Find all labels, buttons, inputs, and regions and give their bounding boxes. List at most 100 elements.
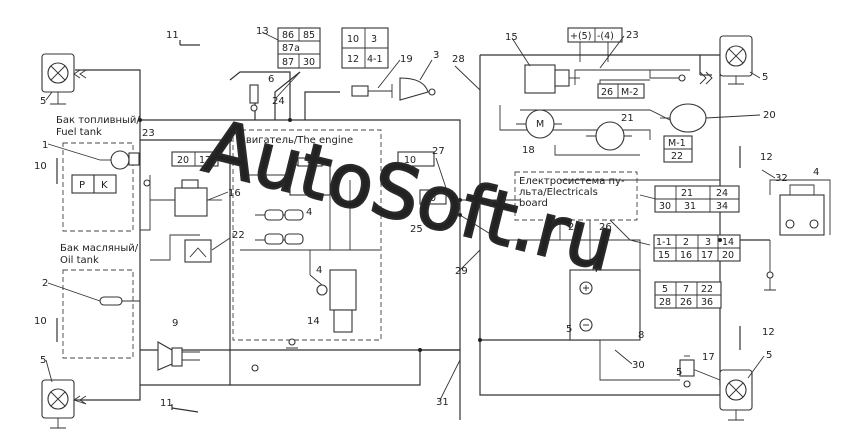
callout-2-oil: 2	[42, 278, 48, 289]
connector-cell-20b: 20	[722, 250, 734, 261]
callout-9: 9	[172, 318, 178, 329]
relay-pin-85: 85	[303, 30, 315, 41]
fuse-block-cell-3: 3	[371, 34, 377, 45]
engine-label: Двигатель/The engine	[238, 135, 353, 146]
callout-5-bottom-left: 5	[40, 355, 46, 366]
leader-lines	[45, 31, 776, 401]
callout-4-board: 4	[592, 264, 598, 275]
connector-cell-5: 5	[662, 284, 668, 295]
connector-5-22: 5 7 22 28 26 36	[654, 281, 722, 309]
connector-cell-17: 17	[199, 155, 211, 166]
callout-5-17: 5	[676, 367, 682, 378]
callout-22: 22	[232, 230, 245, 241]
connector-21-24: 21 24 30 31 34	[654, 185, 740, 213]
component-20	[660, 103, 707, 133]
callout-25: 25	[410, 224, 423, 235]
connector-cell-26b: 26	[680, 297, 692, 308]
fuel-gauge-letter-p: P	[79, 180, 85, 191]
connector-cell-22b: 22	[701, 284, 713, 295]
callout-15: 15	[505, 32, 518, 43]
callout-1: 1	[42, 140, 48, 151]
fuel-tank-label-en: Fuel tank	[56, 127, 102, 138]
fuse-block-cell-12: 12	[347, 54, 359, 65]
engine-boundary	[232, 129, 382, 341]
callout-28: 28	[452, 54, 465, 65]
callout-4-engine: 4	[306, 207, 312, 218]
sensor-22	[184, 239, 212, 263]
callout-19: 19	[400, 54, 413, 65]
terminals	[72, 69, 776, 405]
relay-pin-87: 87	[282, 57, 294, 68]
connector-m1-22: M-1 22	[663, 135, 693, 163]
callout-24: 24	[272, 96, 285, 107]
callout-10-left-top: 10	[34, 161, 47, 172]
callout-5-bottom-right: 5	[766, 350, 772, 361]
connector-10-cell-bottom: 10	[424, 193, 436, 204]
connector-20-17: 20 17	[171, 151, 219, 167]
electrical-board-label-1: Електросистема пу-	[519, 176, 625, 187]
callout-3: 3	[433, 50, 439, 61]
motor-18: M	[516, 109, 562, 139]
electrical-board-boundary	[514, 171, 638, 221]
starter-14	[309, 269, 357, 333]
callout-5-module: 5	[566, 324, 572, 335]
component-3-bell	[391, 77, 436, 101]
connector-cell-14: 14	[722, 237, 734, 248]
svg-text:M: M	[536, 119, 544, 130]
connector-cell-m2: M-2	[621, 87, 639, 98]
callout-21: 21	[621, 113, 634, 124]
callout-23-left: 23	[142, 128, 155, 139]
callout-13: 13	[256, 26, 269, 37]
component-17	[679, 355, 695, 388]
relay-pin-87a: 87a	[282, 43, 300, 54]
callout-11-top: 11	[166, 30, 179, 41]
connector-cell-17b: 17	[701, 250, 713, 261]
fuel-tank-boundary	[62, 142, 134, 232]
callout-10-left-bottom: 10	[34, 316, 47, 327]
callout-2-engine: 2	[307, 155, 313, 166]
horn	[157, 341, 200, 371]
fuse-6	[249, 84, 259, 112]
callout-29: 29	[455, 266, 468, 277]
fuse-block-a: 10 3 12 4-1	[341, 27, 389, 69]
dashed-boundaries	[62, 129, 638, 359]
junction-dots	[138, 118, 722, 352]
callout-27: 27	[432, 146, 445, 157]
callout-20: 20	[763, 110, 776, 121]
fuel-gauge-letter-k: K	[101, 180, 108, 191]
relay-pin-30: 30	[303, 57, 315, 68]
watermark-text: AutoSoft.ru	[196, 104, 623, 289]
callout-6: 6	[268, 74, 274, 85]
connector-cell-2: 2	[683, 237, 689, 248]
connector-cell-26: 26	[601, 87, 613, 98]
pin-minus-4: -(4)	[597, 31, 614, 42]
oil-tank-boundary	[62, 269, 134, 359]
callout-8: 8	[638, 330, 644, 341]
connector-cell-1-1: 1-1	[656, 237, 672, 248]
pin-group-top: +(5) -(4)	[567, 27, 623, 62]
pin-plus-5: +(5)	[570, 31, 591, 42]
component-19	[351, 85, 392, 97]
callout-23-right: 23	[626, 30, 639, 41]
connector-26-m2: 26 M-2	[597, 83, 645, 99]
connector-10-cell-top: 10	[404, 155, 416, 166]
lamp-bottom-right	[719, 369, 753, 421]
callout-14: 14	[307, 316, 320, 327]
connector-cell-15: 15	[658, 250, 670, 261]
component-15	[524, 64, 580, 94]
callout-5-top-left: 5	[40, 96, 46, 107]
connector-cell-28: 28	[659, 297, 671, 308]
engine-sensors	[264, 157, 331, 245]
callout-5-top-right: 5	[762, 72, 768, 83]
connector-cell-21: 21	[681, 188, 693, 199]
callout-31: 31	[436, 397, 449, 408]
connector-cell-22: 22	[671, 151, 683, 162]
fuse-block-cell-10: 10	[347, 34, 359, 45]
callout-30: 30	[632, 360, 645, 371]
connector-1-14: 1-1 2 3 14 15 16 17 20	[653, 234, 741, 262]
module-8	[569, 269, 641, 341]
callout-32: 32	[775, 173, 788, 184]
connector-cell-34: 34	[716, 201, 728, 212]
callout-26-left: 26	[568, 222, 581, 233]
